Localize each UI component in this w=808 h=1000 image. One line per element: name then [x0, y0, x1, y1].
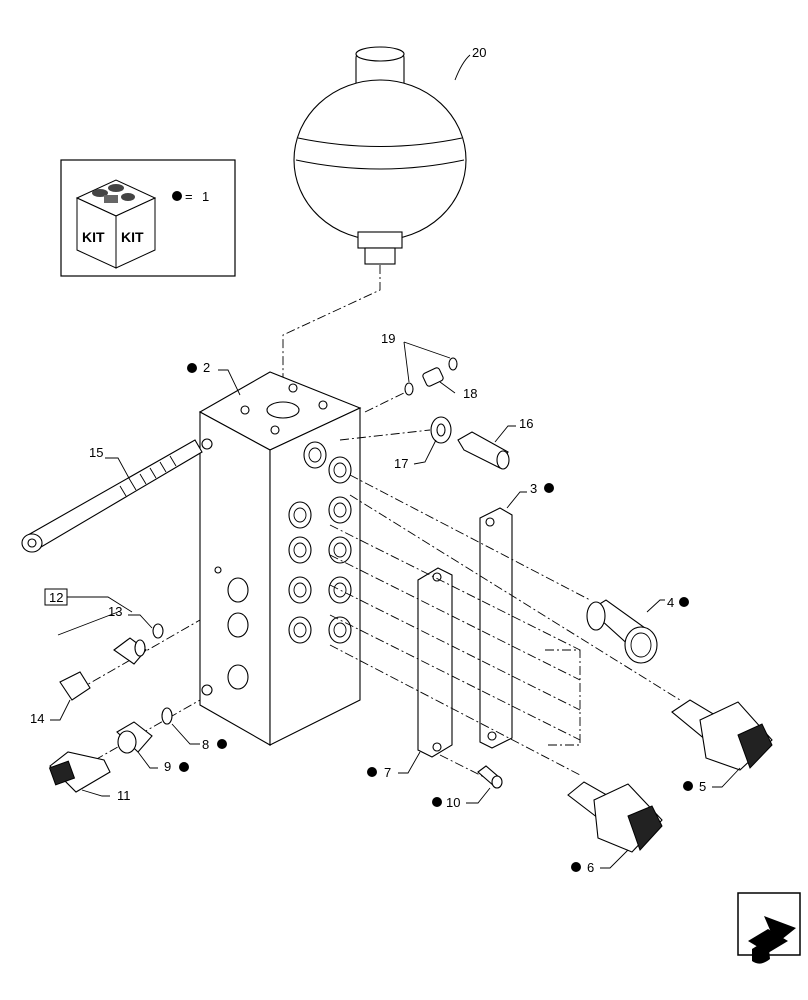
callout-4: 4 [667, 595, 674, 610]
valve-port-bore [308, 447, 322, 463]
kit-dot-4 [679, 597, 689, 607]
orings-19-part [404, 357, 458, 396]
callout-13: 13 [108, 604, 122, 619]
callout-15: 15 [89, 445, 103, 460]
kit-dot-2 [187, 363, 197, 373]
pressure-switch-16-part [457, 431, 510, 470]
callout-20: 20 [472, 45, 486, 60]
valve-port [328, 616, 352, 644]
callout-8: 8 [202, 737, 209, 752]
alignment-lines [77, 389, 681, 781]
callout-11: 11 [117, 788, 131, 803]
cap-14-part [59, 671, 91, 701]
kit-legend: KIT KIT = 1 [60, 159, 236, 277]
callout-3: 3 [530, 481, 537, 496]
valve-port-bore [293, 582, 307, 598]
valve-port [288, 501, 312, 529]
valve-port [288, 576, 312, 604]
valve-port-bore [333, 542, 347, 558]
valve-port-bore [293, 507, 307, 523]
valve-port [328, 496, 352, 524]
kit-equals-sign: = [185, 189, 193, 204]
kit-dot-7 [367, 767, 377, 777]
sensor-11-part [48, 751, 111, 793]
kit-dot-8 [217, 739, 227, 749]
valve-port [288, 616, 312, 644]
callout-17: 17 [394, 456, 408, 471]
fitting-9-part [116, 721, 153, 754]
callout-12: 12 [49, 590, 63, 605]
valve-port-bore [333, 582, 347, 598]
plug-18-part [422, 367, 444, 387]
gasket-plate-7-part [417, 567, 453, 758]
kit-dot-10 [432, 797, 442, 807]
valve-port [288, 536, 312, 564]
callout-16: 16 [519, 416, 533, 431]
kit-dot-3 [544, 483, 554, 493]
callout-19: 19 [381, 331, 395, 346]
callout-2: 2 [203, 360, 210, 375]
callout-18: 18 [463, 386, 477, 401]
oring-13-part [152, 623, 164, 639]
kit-dot-6 [571, 862, 581, 872]
kit-word-left: KIT [82, 229, 105, 245]
callout-6: 6 [587, 860, 594, 875]
solenoid-valve-5-part [671, 699, 773, 771]
valve-port-bore [293, 542, 307, 558]
valve-port [328, 456, 352, 484]
callout-9: 9 [164, 759, 171, 774]
callout-10: 10 [446, 795, 460, 810]
accumulator-part [293, 46, 467, 265]
fitting-12-part [113, 637, 147, 665]
next-page-arrow-icon[interactable] [737, 892, 801, 964]
kit-marker-dot [172, 191, 182, 201]
valve-port-bore [293, 622, 307, 638]
kit-word-right: KIT [121, 229, 144, 245]
kit-item-number: 1 [202, 189, 209, 204]
callout-7: 7 [384, 765, 391, 780]
kit-dot-9 [179, 762, 189, 772]
valve-port-bore [333, 462, 347, 478]
valve-block-part [198, 371, 362, 746]
valve-port [328, 576, 352, 604]
kit-box-icon: KIT KIT [75, 179, 157, 269]
oring-8-part [161, 707, 173, 725]
kit-dot-5 [683, 781, 693, 791]
valve-port [328, 536, 352, 564]
gasket-plate-3-part [479, 507, 513, 749]
valve-cartridge-4-part [586, 599, 658, 664]
long-bolt-part [21, 439, 203, 553]
callout-5: 5 [699, 779, 706, 794]
valve-port-bore [333, 622, 347, 638]
valve-port-bore [333, 502, 347, 518]
callouts: 20 2 19 18 17 16 3 15 4 12 13 [30, 45, 741, 875]
valve-port [303, 441, 327, 469]
screw-10-part [477, 765, 503, 789]
washer-17-part [430, 416, 452, 444]
solenoid-valve-6-part [567, 781, 663, 853]
callout-14: 14 [30, 711, 44, 726]
